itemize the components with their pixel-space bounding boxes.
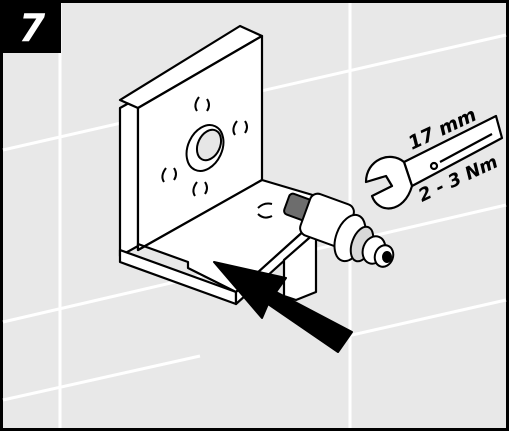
valve-fitting (283, 192, 395, 268)
open-end-wrench-icon (364, 114, 504, 210)
step-badge: 7 (3, 3, 61, 53)
step-number: 7 (18, 6, 46, 50)
push-arrow-icon (213, 261, 353, 353)
bracket-holes (161, 96, 273, 219)
